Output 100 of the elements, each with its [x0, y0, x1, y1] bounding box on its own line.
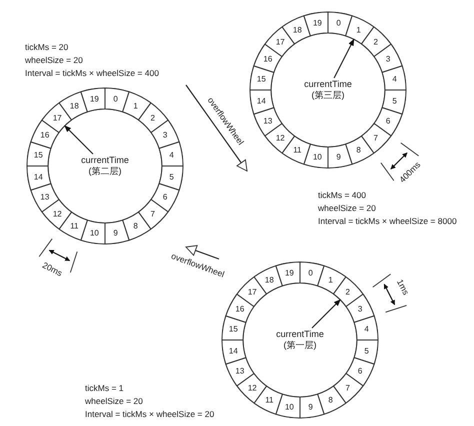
parameter-text: wheelSize = 20	[318, 203, 376, 213]
wheel-slot	[253, 107, 282, 136]
slot-number: 12	[276, 133, 285, 142]
slot-number: 9	[113, 228, 118, 238]
wheel-slot	[159, 141, 183, 166]
slot-number: 18	[70, 101, 79, 110]
wheel-slot	[303, 12, 328, 36]
slot-number: 15	[228, 324, 238, 334]
slot-number: 8	[133, 222, 138, 231]
current-time-label: currentTime (第二层)	[74, 155, 136, 177]
wheel-slot	[264, 123, 295, 154]
slot-number: 16	[263, 54, 272, 64]
wheel-slot	[253, 44, 282, 73]
slot-number: 16	[235, 304, 244, 314]
wheel-slot	[138, 102, 169, 133]
slot-number: 10	[312, 152, 322, 162]
slot-number: 7	[150, 209, 155, 218]
slot-number: 5	[364, 346, 369, 356]
slot-number: 12	[248, 383, 257, 392]
slot-number: 6	[162, 192, 168, 202]
slot-number: 15	[256, 74, 266, 84]
slot-number: 9	[308, 402, 313, 412]
wheel-slot	[122, 212, 151, 241]
slot-number: 5	[392, 96, 397, 106]
parameter-text: Interval = tickMs × wheelSize = 8000	[318, 216, 457, 226]
wheel-slot	[27, 141, 51, 167]
slot-number: 17	[52, 114, 62, 123]
wheel-slot	[80, 220, 105, 244]
slot-number: 2	[345, 288, 350, 297]
slot-number: 11	[293, 146, 302, 155]
slot-number: 16	[40, 130, 50, 140]
wheel-slot	[151, 120, 180, 149]
slot-number: 6	[386, 116, 390, 126]
slot-number: 4	[392, 74, 397, 84]
slot-number: 14	[34, 172, 43, 182]
slot-number: 0	[113, 94, 118, 104]
pointer-arrow	[312, 299, 341, 328]
slot-number: 11	[70, 222, 79, 231]
slot-number: 8	[328, 396, 333, 405]
wheel-slot	[300, 394, 325, 418]
wheel-slot	[151, 183, 180, 212]
wheel-slot	[222, 315, 246, 341]
wheel-slot	[250, 65, 274, 91]
wheel-slot	[345, 136, 374, 165]
slot-number: 14	[256, 96, 266, 106]
slot-number: 2	[150, 114, 155, 123]
timing-wheel	[24, 85, 186, 247]
wheel-slot	[275, 262, 300, 286]
wheel-slot	[159, 166, 183, 191]
wheel-slot	[30, 183, 59, 212]
current-time-label: currentTime (第一层)	[269, 329, 331, 351]
wheel-slot	[264, 26, 295, 57]
slot-number: 11	[265, 396, 274, 405]
slot-number: 3	[358, 304, 362, 314]
slot-number: 13	[235, 366, 244, 376]
slot-number: 10	[90, 228, 99, 238]
pointer-arrow	[64, 125, 94, 154]
slot-number: 19	[312, 18, 322, 28]
wheel-slot	[250, 90, 274, 115]
wheel-slot	[374, 107, 403, 136]
slot-number: 1	[328, 275, 333, 284]
wheel-slot	[105, 88, 130, 112]
slot-number: 3	[386, 54, 390, 64]
wheel-slot	[236, 373, 267, 404]
wheel-slot	[361, 123, 392, 154]
wheel-slot	[30, 120, 59, 149]
wheel-slot	[122, 91, 151, 120]
wheel-slot	[317, 265, 346, 294]
slot-number: 18	[264, 275, 274, 284]
parameter-text: tickMs = 20	[25, 42, 68, 52]
wheel-slot	[300, 262, 325, 286]
slot-number: 18	[292, 25, 302, 34]
slot-number: 13	[40, 192, 50, 202]
slot-number: 0	[336, 18, 341, 28]
dimension-label: 20ms	[40, 260, 64, 278]
slot-number: 7	[373, 133, 378, 142]
wheel-slot	[328, 144, 353, 168]
dimension-label: 1ms	[394, 278, 412, 296]
slot-number: 17	[248, 288, 257, 297]
slot-number: 9	[336, 152, 341, 162]
current-time-label: currentTime (第三层)	[297, 79, 359, 101]
parameter-text: wheelSize = 20	[85, 396, 143, 406]
wheel-slot	[225, 357, 254, 386]
slot-number: 0	[308, 268, 313, 278]
wheel-slot	[41, 102, 72, 133]
block-arrow	[186, 84, 248, 172]
block-arrow	[186, 245, 220, 260]
slot-number: 8	[356, 146, 361, 155]
wheel-slot	[354, 340, 378, 365]
slot-number: 1	[356, 25, 361, 34]
wheel-slot	[41, 199, 72, 230]
slot-number: 3	[162, 130, 168, 140]
slot-number: 5	[169, 172, 174, 182]
wheel-slot	[333, 276, 364, 307]
parameter-text: tickMs = 400	[318, 190, 366, 200]
slot-number: 7	[345, 383, 350, 392]
wheel-slot	[317, 386, 346, 415]
slot-number: 4	[364, 324, 369, 334]
wheel-slot	[374, 44, 403, 73]
wheel-slot	[346, 357, 375, 386]
